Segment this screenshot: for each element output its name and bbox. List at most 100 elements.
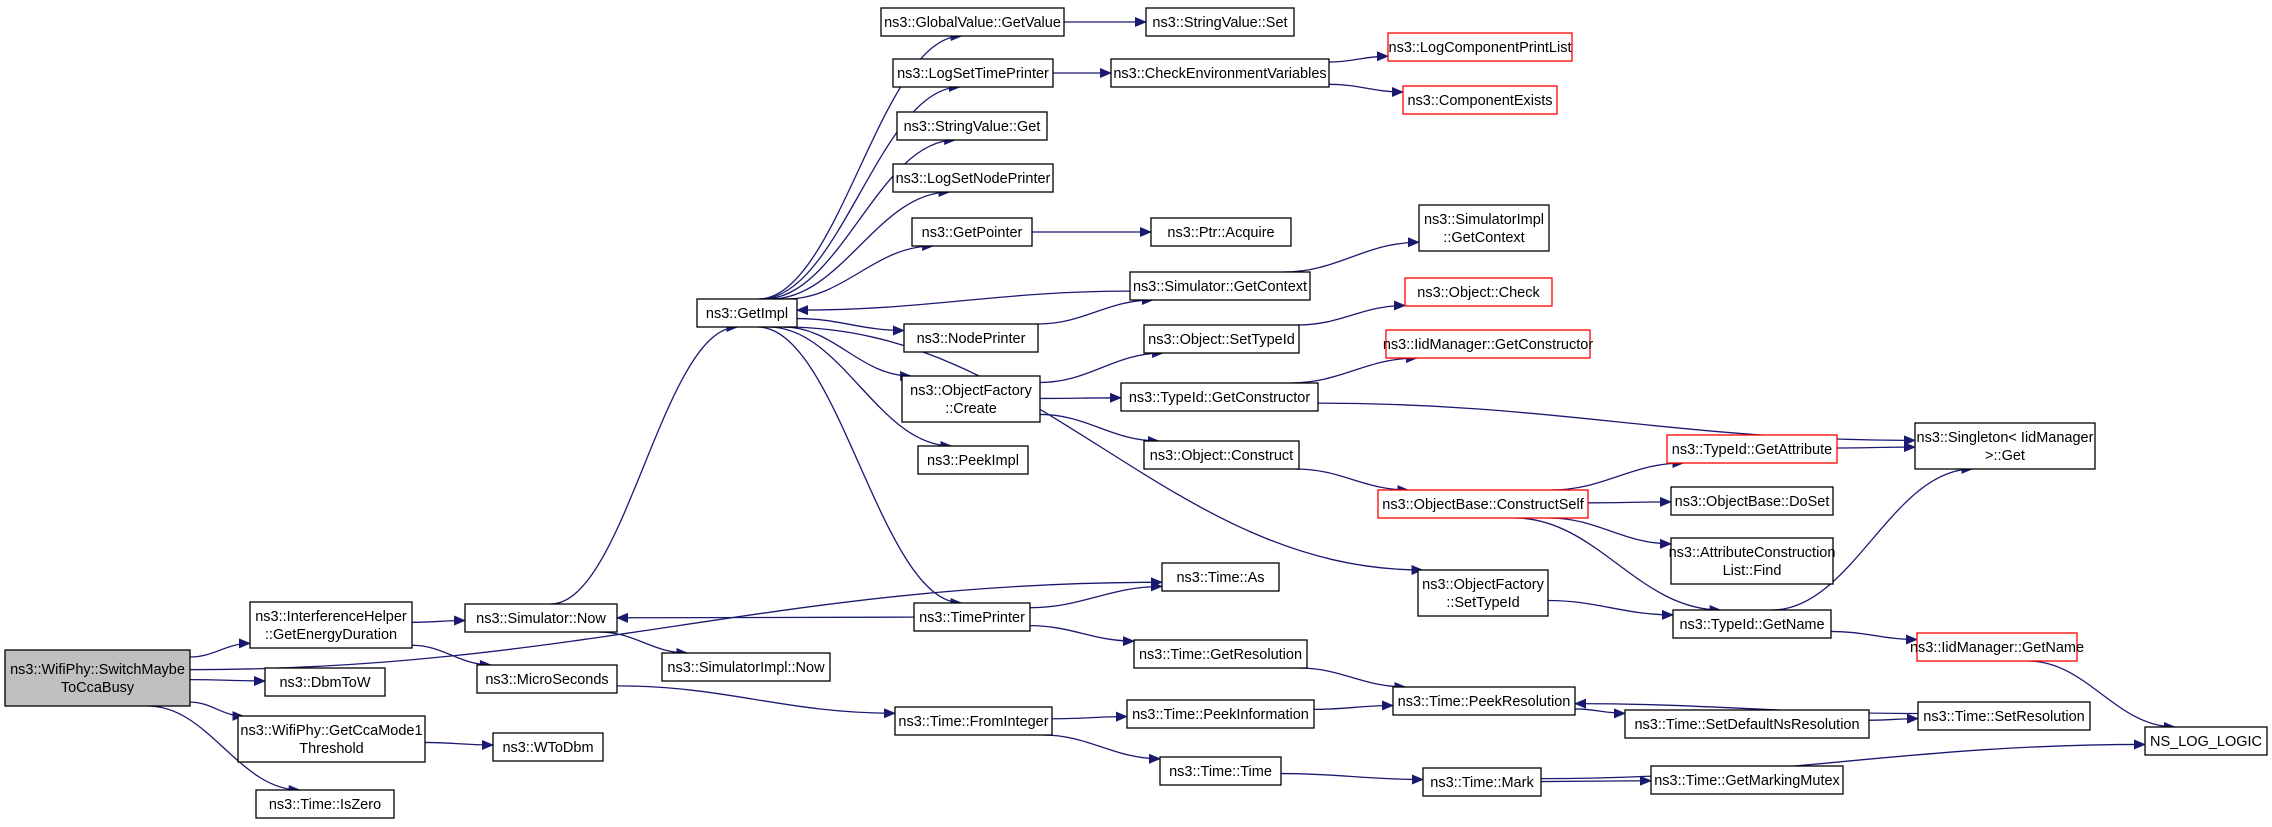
node-box[interactable] [892,163,1054,193]
node-box[interactable] [1126,699,1315,729]
node-box[interactable] [1670,537,1834,585]
node-logtime[interactable]: ns3::LogSetTimePrinter [892,58,1054,88]
node-logcpl[interactable]: ns3::LogComponentPrintList [1387,32,1573,62]
node-box[interactable] [661,652,831,682]
node-setres[interactable]: ns3::Time::SetResolution [1917,701,2091,731]
node-box[interactable] [1129,271,1311,301]
node-box[interactable] [1916,632,2078,662]
node-box[interactable] [476,664,618,694]
node-getmutex[interactable]: ns3::Time::GetMarkingMutex [1650,765,1844,795]
node-timetime[interactable]: ns3::Time::Time [1159,756,1282,786]
node-box[interactable] [1143,324,1300,354]
node-iidgetname[interactable]: ns3::IidManager::GetName [1910,632,2084,662]
node-box[interactable] [255,789,395,819]
node-box[interactable] [249,601,413,649]
node-wtodbm[interactable]: ns3::WToDbm [492,732,604,762]
node-box[interactable] [1914,422,2096,470]
node-box[interactable] [1670,486,1834,516]
node-gvget[interactable]: ns3::GlobalValue::GetValue [880,7,1065,37]
node-box[interactable] [1387,32,1573,62]
node-getptr[interactable]: ns3::GetPointer [911,217,1033,247]
node-objsettid[interactable]: ns3::Object::SetTypeId [1143,324,1300,354]
node-box[interactable] [1120,382,1319,412]
node-getimpl[interactable]: ns3::GetImpl [696,298,798,328]
node-box[interactable] [696,298,798,328]
node-objcheck[interactable]: ns3::Object::Check [1404,277,1553,307]
node-simctx[interactable]: ns3::Simulator::GetContext [1129,271,1311,301]
node-dbmtow[interactable]: ns3::DbmToW [264,667,386,697]
node-ptracq[interactable]: ns3::Ptr::Acquire [1150,217,1292,247]
node-micro[interactable]: ns3::MicroSeconds [476,664,618,694]
node-box[interactable] [917,445,1029,475]
node-objconstruct[interactable]: ns3::Object::Construct [1143,440,1300,470]
node-peekinfo[interactable]: ns3::Time::PeekInformation [1126,699,1315,729]
node-compexists[interactable]: ns3::ComponentExists [1402,85,1558,115]
node-box[interactable] [896,111,1048,141]
node-box[interactable] [2144,726,2268,756]
node-simimplnow[interactable]: ns3::SimulatorImpl::Now [661,652,831,682]
node-peekimpl[interactable]: ns3::PeekImpl [917,445,1029,475]
node-checkenv[interactable]: ns3::CheckEnvironmentVariables [1110,58,1330,88]
node-timemark[interactable]: ns3::Time::Mark [1422,767,1542,797]
node-peekres[interactable]: ns3::Time::PeekResolution [1392,686,1576,716]
node-box[interactable] [880,7,1065,37]
node-box[interactable] [1133,639,1308,669]
node-box[interactable] [911,217,1033,247]
node-getres[interactable]: ns3::Time::GetResolution [1133,639,1308,669]
node-box[interactable] [1624,709,1870,739]
node-nslog[interactable]: NS_LOG_LOGIC [2144,726,2268,756]
node-box[interactable] [1917,701,2091,731]
node-box[interactable] [1161,562,1280,592]
node-ofsettid[interactable]: ns3::ObjectFactory::SetTypeId [1417,569,1549,617]
node-box[interactable] [1145,7,1295,37]
node-box[interactable] [1159,756,1282,786]
node-box[interactable] [1417,569,1549,617]
node-box[interactable] [1672,609,1832,639]
node-box[interactable] [1150,217,1292,247]
node-svset[interactable]: ns3::StringValue::Set [1145,7,1295,37]
node-box[interactable] [464,603,618,633]
node-box[interactable] [264,667,386,697]
node-box[interactable] [1404,277,1553,307]
node-lognode[interactable]: ns3::LogSetNodePrinter [892,163,1054,193]
node-nodeprinter[interactable]: ns3::NodePrinter [903,323,1039,353]
node-box[interactable] [1650,765,1844,795]
node-iidgetctor[interactable]: ns3::IidManager::GetConstructor [1383,329,1594,359]
node-box[interactable] [1418,204,1550,252]
node-ofcreate[interactable]: ns3::ObjectFactory::Create [901,375,1041,423]
node-tidgetname[interactable]: ns3::TypeId::GetName [1672,609,1832,639]
node-box[interactable] [1392,686,1576,716]
node-box[interactable] [1110,58,1330,88]
node-box[interactable] [1422,767,1542,797]
node-obdoset[interactable]: ns3::ObjectBase::DoSet [1670,486,1834,516]
node-box[interactable] [1402,85,1558,115]
node-box[interactable] [913,602,1031,632]
node-box[interactable] [1377,489,1589,519]
node-obconstructself[interactable]: ns3::ObjectBase::ConstructSelf [1377,489,1589,519]
node-box[interactable] [1666,434,1838,464]
node-box[interactable] [892,58,1054,88]
node-fromint[interactable]: ns3::Time::FromInteger [894,706,1053,736]
node-setdefns[interactable]: ns3::Time::SetDefaultNsResolution [1624,709,1870,739]
node-interf[interactable]: ns3::InterferenceHelper::GetEnergyDurati… [249,601,413,649]
node-box[interactable] [894,706,1053,736]
node-svget[interactable]: ns3::StringValue::Get [896,111,1048,141]
node-singleton[interactable]: ns3::Singleton< IidManager >::Get [1914,422,2096,470]
node-iszero[interactable]: ns3::Time::IsZero [255,789,395,819]
node-box[interactable] [237,715,426,763]
node-box[interactable] [4,649,191,707]
node-box[interactable] [1385,329,1591,359]
node-simimplctx[interactable]: ns3::SimulatorImpl::GetContext [1418,204,1550,252]
node-tidgetattr[interactable]: ns3::TypeId::GetAttribute [1666,434,1838,464]
node-tidgetctor[interactable]: ns3::TypeId::GetConstructor [1120,382,1319,412]
node-simnow[interactable]: ns3::Simulator::Now [464,603,618,633]
node-box[interactable] [1143,440,1300,470]
node-timeas[interactable]: ns3::Time::As [1161,562,1280,592]
node-box[interactable] [492,732,604,762]
node-box[interactable] [901,375,1041,423]
node-box[interactable] [903,323,1039,353]
node-timeprinter[interactable]: ns3::TimePrinter [913,602,1031,632]
